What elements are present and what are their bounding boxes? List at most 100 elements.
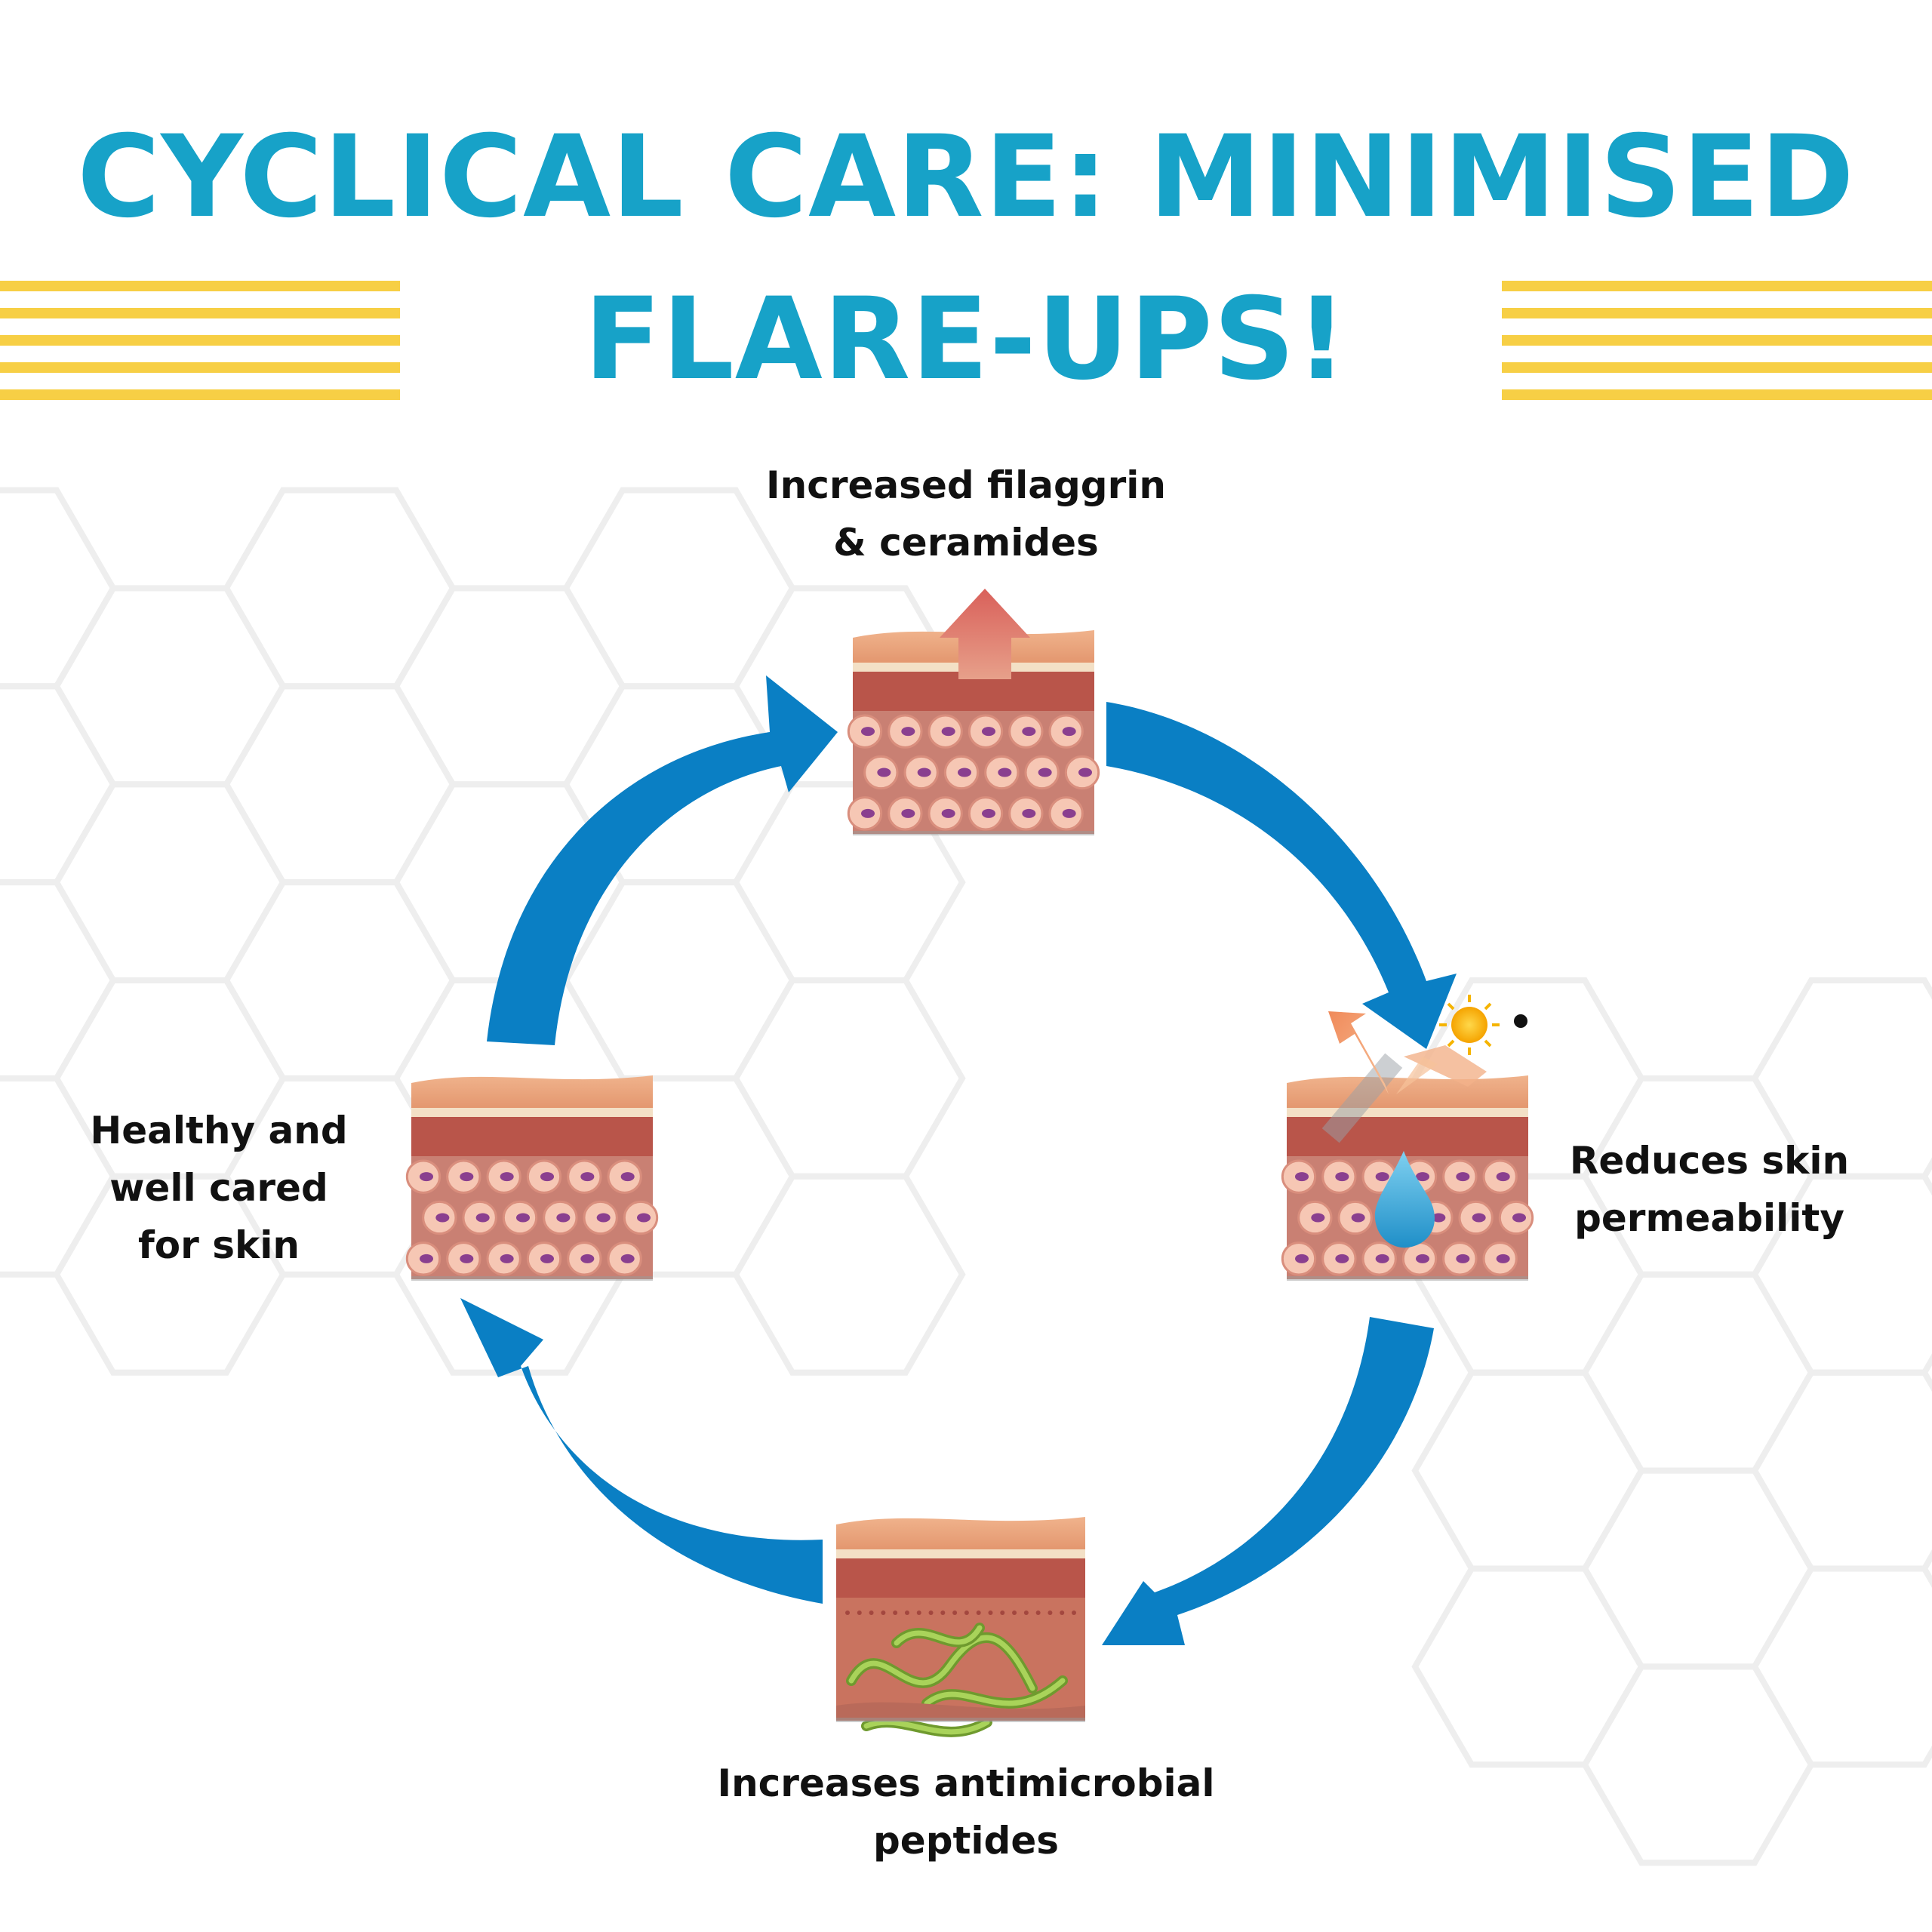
cell-nucleus xyxy=(998,768,1012,777)
cell-nucleus xyxy=(1432,1213,1446,1223)
cell-nucleus xyxy=(1496,1254,1510,1263)
cell-nucleus xyxy=(861,808,875,818)
cell-nucleus xyxy=(982,727,995,737)
stage-label-line: Reduces skin xyxy=(1569,1139,1850,1183)
skin-base xyxy=(836,1702,1085,1721)
stage-label-line: Increases antimicrobial xyxy=(717,1761,1215,1805)
skin-stratum xyxy=(836,1558,1085,1598)
decorative-stripes-right xyxy=(1502,281,1932,401)
skin-stratum xyxy=(411,1117,653,1156)
page-title-line-1: CYCLICAL CARE: MINIMISED xyxy=(77,112,1855,243)
cell-nucleus xyxy=(982,808,995,818)
skin-surface xyxy=(836,1517,1085,1558)
cell-nucleus xyxy=(1022,727,1036,737)
cell-nucleus xyxy=(1295,1254,1309,1263)
peptide-ribbon-highlight xyxy=(924,1678,1066,1706)
decorative-stripes-left xyxy=(0,281,400,401)
speckle xyxy=(904,1611,909,1615)
cell-nucleus xyxy=(1078,768,1092,777)
skin-shadow xyxy=(836,1718,1085,1722)
speckle xyxy=(952,1611,958,1615)
stage-label-line: well cared xyxy=(109,1166,328,1210)
stage-label-reduces-permeability: Reduces skin permeability xyxy=(1540,1132,1879,1247)
arrow-bottom-to-left xyxy=(460,1298,823,1604)
cell-nucleus xyxy=(1375,1172,1389,1182)
hexagon xyxy=(732,1173,966,1376)
cell-nucleus xyxy=(1335,1172,1349,1182)
cell-nucleus xyxy=(877,768,891,777)
arrow-left-to-top xyxy=(487,675,838,1045)
cell-nucleus xyxy=(1456,1254,1470,1263)
stage-label-line: permeability xyxy=(1574,1196,1844,1240)
cell-nucleus xyxy=(540,1254,554,1263)
skin-surface-edge xyxy=(411,1108,653,1118)
cell-nucleus xyxy=(1335,1254,1349,1263)
cell-nucleus xyxy=(1038,768,1052,777)
arrow-top-to-right xyxy=(1106,702,1457,1049)
stage-label-line: peptides xyxy=(873,1819,1059,1863)
speckle xyxy=(1060,1611,1065,1615)
speckle xyxy=(964,1611,969,1615)
skin-surface xyxy=(411,1075,653,1117)
cell-nucleus xyxy=(1416,1172,1429,1182)
cell-nucleus xyxy=(941,808,955,818)
skin-block-top xyxy=(847,630,1100,835)
cell-nucleus xyxy=(420,1172,433,1182)
skin-surface-edge xyxy=(1287,1108,1528,1118)
stage-label-line: & ceramides xyxy=(833,521,1099,565)
cell-nucleus xyxy=(420,1254,433,1263)
cell-nucleus xyxy=(917,768,931,777)
stage-label-antimicrobial-peptides: Increases antimicrobial peptides xyxy=(626,1755,1306,1869)
skin-block-left xyxy=(405,1075,659,1281)
cell-nucleus xyxy=(1512,1213,1526,1223)
cell-nucleus xyxy=(901,808,915,818)
cell-nucleus xyxy=(475,1213,490,1223)
cell-nucleus xyxy=(637,1213,651,1223)
cell-nucleus xyxy=(516,1213,530,1223)
speckle xyxy=(1023,1611,1029,1615)
skin-block-bottom xyxy=(836,1517,1085,1737)
cell-nucleus xyxy=(941,727,955,737)
speckle xyxy=(988,1611,993,1615)
skin-surface-edge xyxy=(836,1549,1085,1560)
cell-nucleus xyxy=(540,1172,554,1182)
skin-shadow xyxy=(853,831,1094,835)
cell-nucleus xyxy=(1295,1172,1309,1182)
stage-label-line: Increased filaggrin xyxy=(766,463,1166,507)
stage-label-line: for skin xyxy=(138,1223,300,1267)
cell-nucleus xyxy=(596,1213,611,1223)
cell-nucleus xyxy=(1062,808,1076,818)
cell-nucleus xyxy=(460,1172,474,1182)
cell-nucleus xyxy=(958,768,971,777)
speckle xyxy=(869,1611,874,1615)
stage-label-line: Healthy and xyxy=(90,1109,348,1152)
speckle xyxy=(1048,1611,1053,1615)
speckle xyxy=(976,1611,981,1615)
cell-nucleus xyxy=(1311,1213,1325,1223)
speckle xyxy=(916,1611,921,1615)
cell-nucleus xyxy=(1496,1172,1510,1182)
cell-nucleus xyxy=(1416,1254,1429,1263)
peptide-ribbon-highlight xyxy=(848,1635,1035,1691)
cell-nucleus xyxy=(500,1172,514,1182)
hexagon xyxy=(1751,1565,1932,1768)
peptide-ribbon-highlight xyxy=(863,1719,990,1735)
speckle xyxy=(1012,1611,1017,1615)
cell-nucleus xyxy=(460,1254,474,1263)
cell-nucleus xyxy=(620,1254,635,1263)
water-drop-icon xyxy=(1374,1151,1435,1248)
skin-shadow xyxy=(1287,1276,1528,1281)
speckle xyxy=(857,1611,862,1615)
page-title-line-2: FLARE-UPS! xyxy=(583,274,1349,405)
cell-nucleus xyxy=(1472,1213,1486,1223)
upward-arrow-icon xyxy=(940,589,1030,679)
cell-nucleus xyxy=(1062,727,1076,737)
uv-exposure-icon xyxy=(1321,995,1527,1143)
escaping-moisture-arrow-icon xyxy=(1328,1011,1389,1094)
speckle xyxy=(1000,1611,1005,1615)
speckle xyxy=(893,1611,898,1615)
arrow-right-to-bottom xyxy=(1102,1317,1434,1645)
speckle xyxy=(845,1611,850,1615)
